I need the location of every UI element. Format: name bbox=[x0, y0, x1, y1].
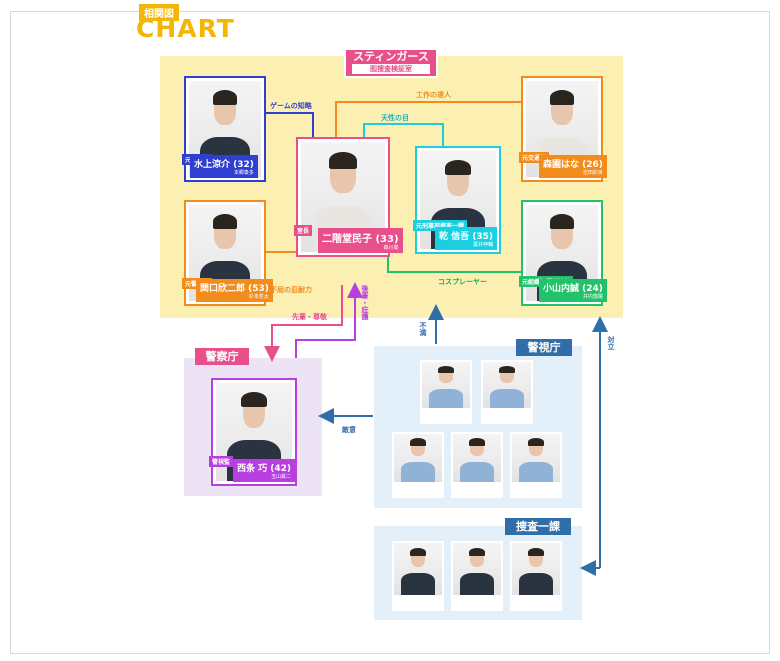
line-craft bbox=[335, 101, 521, 138]
card-koyama: 元組織犯罪対策部 小山内誠 (24)井内悠陽 bbox=[519, 200, 607, 306]
card-inui: 元刑事部捜査一課 乾 信吾 (35)葉井伸輔 bbox=[413, 146, 501, 254]
actor-name: 本郷奏多 bbox=[233, 170, 254, 176]
portrait bbox=[483, 362, 531, 408]
label-game: ゲームの知略 bbox=[270, 102, 312, 110]
header-label: 相関図 bbox=[139, 4, 179, 21]
label-kohai: 後輩・庇護 bbox=[361, 285, 369, 320]
caption bbox=[510, 482, 562, 498]
actor-name: 森川葵 bbox=[383, 245, 399, 251]
caption bbox=[392, 595, 444, 611]
character-name: 森園はな (26) bbox=[543, 160, 603, 170]
mpd-officer-card bbox=[510, 432, 562, 498]
name-label: 森園はな (26)志田彩良 bbox=[539, 155, 607, 178]
portrait bbox=[394, 434, 442, 482]
character-name: 関口欣二郎 (53) bbox=[200, 284, 269, 294]
line-game bbox=[266, 112, 314, 140]
label-cosplay: コスプレーヤー bbox=[438, 278, 487, 286]
caption bbox=[510, 595, 562, 611]
portrait bbox=[453, 543, 501, 595]
sousa-detective-card bbox=[451, 541, 503, 611]
mpd-officer-card bbox=[451, 432, 503, 498]
mpd-officer-card bbox=[392, 432, 444, 498]
character-name: 乾 信吾 (35) bbox=[439, 232, 494, 242]
portrait bbox=[422, 362, 470, 408]
actor-name: 杉本哲太 bbox=[248, 294, 269, 300]
role-badge: 元交通部 bbox=[519, 152, 550, 163]
group-stingers: スティンガース 囮捜査検証室 bbox=[344, 48, 438, 78]
caption bbox=[392, 482, 444, 498]
label-patience: 不屈の忍耐力 bbox=[270, 286, 312, 294]
role-badge: 元刑事部捜査一課 bbox=[413, 220, 468, 231]
sousa-detective-card bbox=[510, 541, 562, 611]
role-badge: 室長 bbox=[294, 225, 313, 236]
name-label: 関口欣二郎 (53)杉本哲太 bbox=[196, 279, 273, 302]
name-label: 西条 巧 (42)玉山鉄二 bbox=[233, 459, 296, 482]
role-badge: 警視監 bbox=[209, 456, 234, 467]
header-title: CHART bbox=[136, 14, 235, 43]
label-craft: 工作の達人 bbox=[416, 91, 451, 99]
line-kohai bbox=[295, 282, 363, 358]
card-saijo: 警視監 西条 巧 (42)玉山鉄二 bbox=[209, 378, 297, 486]
label-teki: 敵意 bbox=[342, 426, 356, 434]
card-nikaido: 室長 二階堂民子 (33)森川葵 bbox=[294, 137, 403, 257]
actor-name: 玉山鉄二 bbox=[271, 474, 292, 480]
actor-name: 井内悠陽 bbox=[582, 294, 603, 300]
character-name: 西条 巧 (42) bbox=[237, 464, 292, 474]
card-mizukami: 元公安部 水上涼介 (32)本郷奏多 bbox=[182, 76, 266, 182]
card-morizono: 元交通部 森園はな (26)志田彩良 bbox=[519, 76, 607, 182]
name-label: 水上涼介 (32)本郷奏多 bbox=[190, 155, 258, 178]
group-stingers-sub: 囮捜査検証室 bbox=[352, 64, 430, 74]
name-label: 乾 信吾 (35)葉井伸輔 bbox=[435, 227, 498, 250]
line-senpai bbox=[264, 285, 343, 362]
line-cosplay bbox=[387, 252, 521, 273]
label-fuman: 不満 bbox=[419, 322, 427, 336]
group-stingers-name: スティンガース bbox=[353, 50, 429, 63]
group-sousa: 捜査一課 bbox=[505, 518, 571, 535]
sousa-detective-card bbox=[392, 541, 444, 611]
label-senpai: 先輩・尊敬 bbox=[292, 313, 327, 321]
actor-name: 葉井伸輔 bbox=[473, 242, 494, 248]
portrait bbox=[512, 543, 560, 595]
line-nature bbox=[363, 123, 444, 146]
portrait bbox=[512, 434, 560, 482]
portrait bbox=[453, 434, 501, 482]
label-tairitsu: 対立 bbox=[607, 336, 615, 350]
label-nature: 天性の目 bbox=[381, 114, 409, 122]
name-label: 小山内誠 (24)井内悠陽 bbox=[539, 279, 607, 302]
group-police-agency: 警察庁 bbox=[195, 348, 249, 365]
character-name: 水上涼介 (32) bbox=[194, 160, 254, 170]
character-name: 二階堂民子 (33) bbox=[322, 234, 399, 245]
caption bbox=[451, 595, 503, 611]
actor-name: 志田彩良 bbox=[582, 170, 603, 176]
mpd-officer-card bbox=[420, 360, 472, 424]
card-sekiguchi: 元警備部 関口欣二郎 (53)杉本哲太 bbox=[182, 200, 273, 306]
group-mpd: 警視庁 bbox=[516, 339, 572, 356]
caption bbox=[451, 482, 503, 498]
caption bbox=[481, 408, 533, 424]
portrait bbox=[394, 543, 442, 595]
character-name: 小山内誠 (24) bbox=[543, 284, 603, 294]
caption bbox=[420, 408, 472, 424]
name-label: 二階堂民子 (33)森川葵 bbox=[318, 228, 403, 253]
mpd-officer-card bbox=[481, 360, 533, 424]
